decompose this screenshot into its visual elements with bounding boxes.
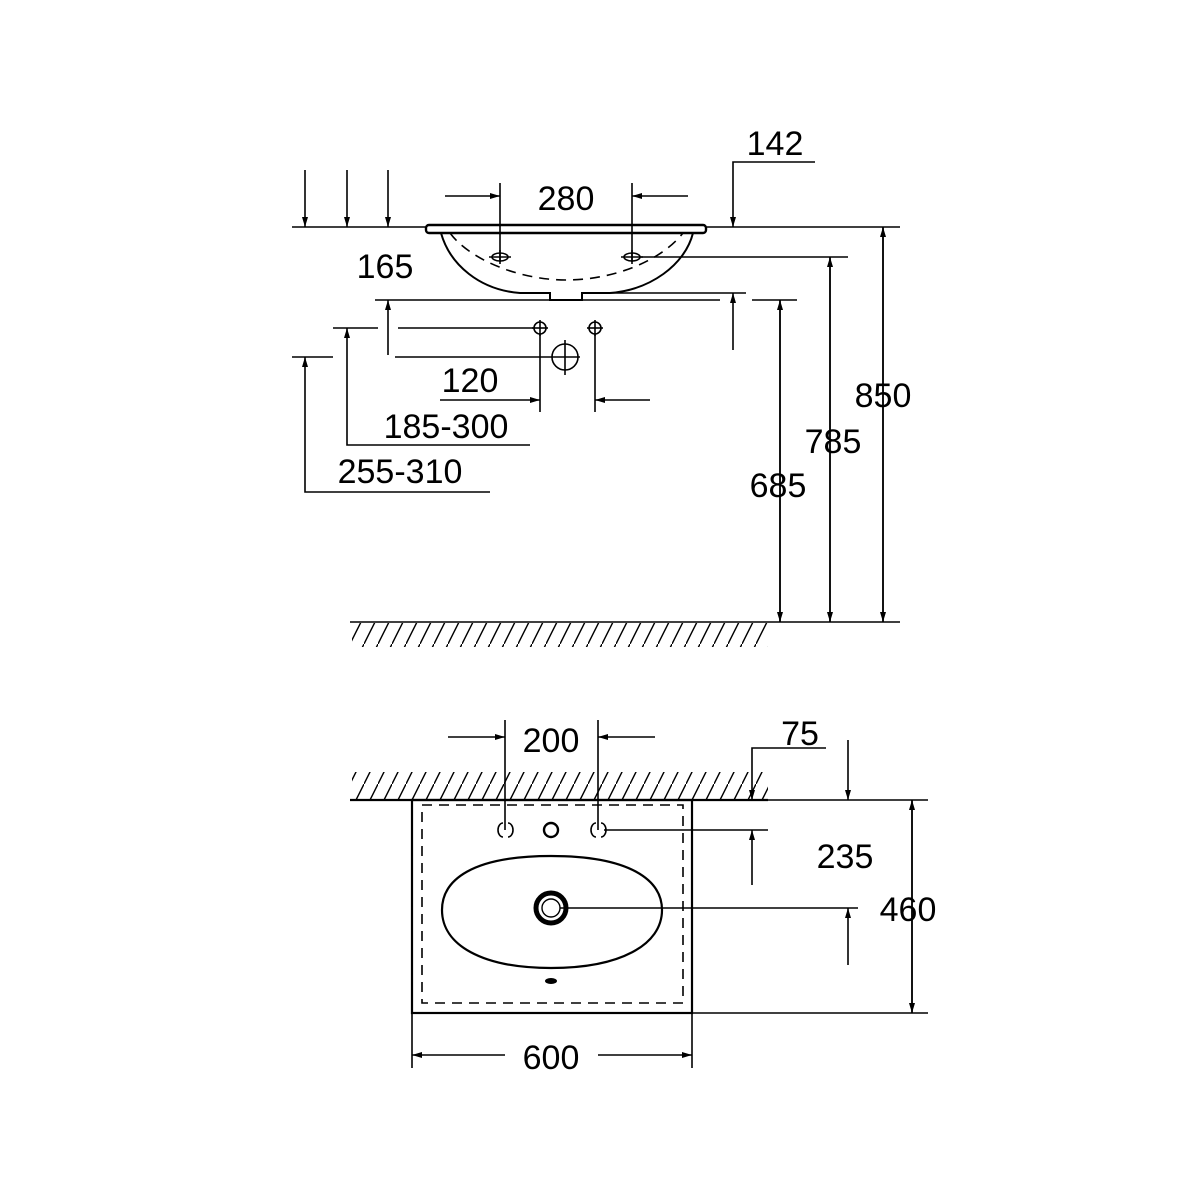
tap-hole <box>542 821 560 839</box>
dim-height-850: 850 <box>855 377 912 415</box>
overflow <box>545 978 557 984</box>
basin-side-profile <box>424 223 708 301</box>
dim-valve-height: 185-300 <box>384 408 509 446</box>
dim-rim-offset-142: 142 <box>747 125 804 163</box>
basin-plan <box>410 798 694 1015</box>
floor-hatch <box>350 621 900 647</box>
dim-tap-spacing-200: 200 <box>523 722 580 760</box>
dim-wall-offset-75: 75 <box>781 715 819 753</box>
plan-view: 200 75 235 460 600 <box>350 715 936 1077</box>
dim-valve-spacing-120: 120 <box>442 362 499 400</box>
dim-width-600: 600 <box>523 1039 580 1077</box>
dim-height-785: 785 <box>805 423 862 461</box>
dim-height-685: 685 <box>750 467 807 505</box>
dim-bowl-depth-165: 165 <box>357 248 414 286</box>
dim-depth-460: 460 <box>880 891 937 929</box>
side-view: 280 142 165 120 185-300 255-3 <box>292 125 911 647</box>
dim-waste-height: 255-310 <box>338 453 463 491</box>
wall-hatch <box>350 772 928 802</box>
dim-drain-235: 235 <box>817 838 874 876</box>
dim-tap-spacing-280: 280 <box>538 180 595 218</box>
